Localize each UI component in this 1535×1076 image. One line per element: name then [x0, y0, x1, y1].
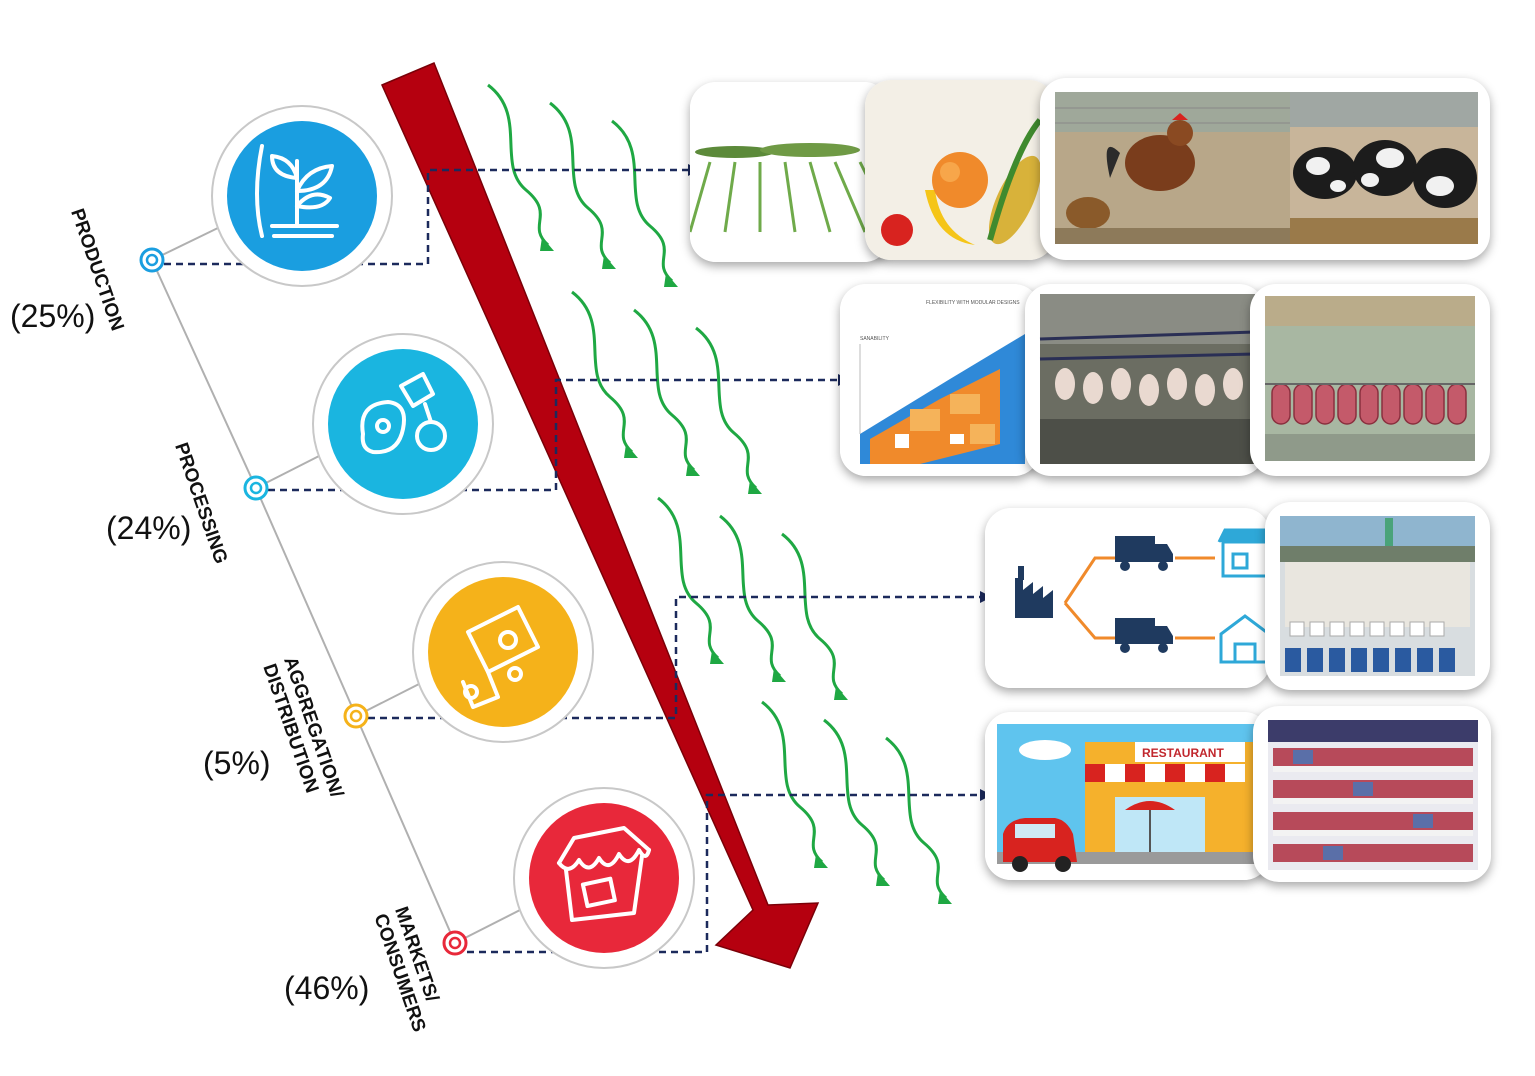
heat-wave-0-0 — [487, 83, 550, 247]
heat-wave-arrowhead-3-1 — [876, 872, 890, 886]
heat-wave-arrowhead-0-0 — [540, 237, 554, 251]
meat-processing-icon — [360, 372, 447, 455]
car-icon — [1003, 818, 1077, 872]
heat-wave-3-2 — [885, 736, 948, 900]
share-production: (25%) — [10, 298, 96, 334]
factory-icon — [1015, 566, 1053, 618]
heat-wave-arrowhead-2-2 — [834, 686, 848, 700]
photo-poultry-line — [1025, 284, 1265, 476]
stage-disc-production — [227, 121, 377, 271]
photo-restaurant: RESTAURANT — [985, 712, 1270, 880]
stage-spine — [151, 259, 456, 944]
stage-marker-core-aggregation — [349, 709, 363, 723]
heat-wave-arrowhead-1-1 — [686, 462, 700, 476]
truck-icon-bottom — [1115, 618, 1173, 653]
heat-wave-arrowhead-1-2 — [748, 480, 762, 494]
stage-link-markets — [454, 907, 525, 944]
share-markets: (46%) — [284, 970, 370, 1006]
heat-wave-arrowhead-3-0 — [814, 854, 828, 868]
heat-wave-1-0 — [571, 290, 634, 454]
photo-supermarket-shelves — [1253, 706, 1491, 882]
share-processing: (24%) — [106, 510, 192, 546]
stage-marker-core-markets — [448, 936, 462, 950]
heat-wave-2-0 — [657, 496, 720, 660]
heat-wave-2-1 — [719, 514, 782, 678]
heat-wave-3-0 — [761, 700, 824, 864]
stage-link-aggregation — [355, 681, 424, 717]
plant-icon — [255, 144, 339, 238]
heat-waves — [487, 83, 952, 904]
stage-icons — [139, 105, 695, 969]
share-aggregation: (5%) — [203, 745, 271, 781]
stage-disc-aggregation — [428, 577, 578, 727]
heat-wave-arrowhead-2-1 — [772, 668, 786, 682]
truck-icon-top — [1115, 536, 1173, 571]
floorplan-note: FLEXIBILITY WITH MODULAR DESIGNS — [926, 300, 1020, 306]
stage-link-processing — [255, 453, 324, 489]
photo-produce — [865, 80, 1055, 260]
heat-wave-arrowhead-3-2 — [938, 890, 952, 904]
market-stall-icon — [557, 826, 651, 922]
heat-wave-1-1 — [633, 308, 696, 472]
heat-wave-1-2 — [695, 326, 758, 490]
photo-crop-field — [690, 82, 890, 262]
emissions-arrow — [381, 62, 820, 969]
heat-wave-0-1 — [549, 101, 612, 265]
heat-wave-arrowhead-0-1 — [602, 255, 616, 269]
stage-marker-core-production — [145, 253, 159, 267]
stage-marker-core-processing — [249, 481, 263, 495]
photo-livestock — [1040, 78, 1490, 260]
heat-wave-3-1 — [823, 718, 886, 882]
stage-link-production — [151, 225, 223, 261]
photo-plant-floorplan: FLEXIBILITY WITH MODULAR DESIGNS SANABIL… — [840, 284, 1040, 476]
photo-distribution-graphic — [985, 508, 1270, 688]
delivery-truck-icon — [461, 605, 540, 709]
photo-distribution-center — [1265, 502, 1490, 690]
restaurant-sign: RESTAURANT — [1142, 746, 1224, 760]
heat-wave-arrowhead-2-0 — [710, 650, 724, 664]
heat-wave-2-2 — [781, 532, 844, 696]
heat-wave-0-2 — [611, 119, 674, 283]
heat-wave-arrowhead-1-0 — [624, 444, 638, 458]
heat-wave-arrowhead-0-2 — [664, 273, 678, 287]
photo-sausages — [1250, 284, 1490, 476]
floorplan-side-note: SANABILITY — [860, 336, 890, 342]
